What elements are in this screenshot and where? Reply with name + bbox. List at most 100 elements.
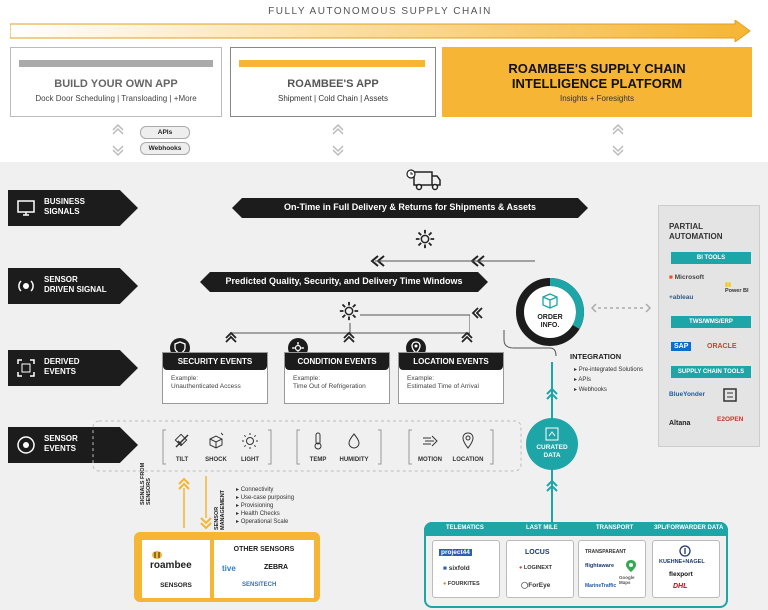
build-app-title: BUILD YOUR OWN APP xyxy=(54,78,178,90)
sensor-banner-text: Predicted Quality, Security, and Deliver… xyxy=(225,276,463,286)
security-events-card[interactable]: SECURITY EVENTS Example:Unauthenticated … xyxy=(162,352,268,404)
other-sensors-box[interactable]: OTHER SENSORS tive ZEBRA SENSITECH xyxy=(214,540,314,598)
item-text: Use-case purposing xyxy=(240,495,295,501)
supply-chain-tools-header: SUPPLY CHAIN TOOLS xyxy=(671,366,751,378)
altana-logo: Altana xyxy=(669,420,691,427)
sensor-label: HUMIDITY xyxy=(339,457,369,463)
page-title: FULLY AUTONOMOUS SUPPLY CHAIN xyxy=(268,6,492,17)
double-arrow-horizontal-icon xyxy=(590,303,652,313)
partner-category-header: TRANSPORT xyxy=(596,525,634,531)
chevron-up-icon xyxy=(461,331,473,343)
gray-bar xyxy=(19,60,213,67)
integration-item: ▸ Webhooks xyxy=(574,387,607,393)
card-example: Estimated Time of Arrival xyxy=(407,383,479,390)
connector-line xyxy=(503,330,557,357)
bracket-group xyxy=(296,429,382,465)
transport-box[interactable]: TRANSPAREANT flightaware Google Maps Mar… xyxy=(578,540,646,598)
sensor-management-item: ▸ Health Checks xyxy=(236,511,280,517)
side-tab-label: DERIVED xyxy=(44,357,80,366)
e2open-mark-icon xyxy=(723,388,737,402)
tive-logo: tive xyxy=(222,564,236,573)
location-events-card[interactable]: LOCATION EVENTS Example:Estimated Time o… xyxy=(398,352,504,404)
build-app-subtitle: Dock Door Scheduling | Transloading | +M… xyxy=(35,94,197,103)
sensor-motion: MOTION xyxy=(412,432,448,463)
kuehne-nagel-icon xyxy=(679,545,691,557)
side-tab-label: SENSOR xyxy=(44,275,78,284)
transpareant-logo: TRANSPAREANT xyxy=(585,549,627,555)
zebra-logo: ZEBRA xyxy=(264,564,289,571)
webhooks-pill[interactable]: Webhooks xyxy=(140,142,190,155)
forwarder-data-box[interactable]: KUEHNE+NAGEL flexport DHL xyxy=(652,540,720,598)
sensor-label: TILT xyxy=(175,457,189,463)
sensor-management-item: ▸ Use-case purposing xyxy=(236,495,295,501)
gear-icon xyxy=(339,301,359,321)
business-banner-shape xyxy=(232,198,588,218)
double-arrow-icon xyxy=(332,123,344,157)
monitor-icon xyxy=(17,200,35,216)
side-tab-label: SENSOR xyxy=(44,434,78,443)
light-icon xyxy=(242,433,258,449)
powerbi-logo: ▮▮Power BI xyxy=(725,282,749,294)
logo-text: FOURKITES xyxy=(447,581,480,587)
item-text: Provisioning xyxy=(240,503,274,509)
signals-from-sensors-label: SIGNALS FROM SENSORS xyxy=(140,462,152,505)
logo-text: sixfold xyxy=(448,565,470,572)
integration-item-text: Webhooks xyxy=(578,387,607,393)
telematics-box[interactable]: project44 ■ sixfold ● FOURKITES xyxy=(432,540,500,598)
chevron-up-stack-icon xyxy=(178,477,190,528)
bi-tools-header: BI TOOLS xyxy=(671,252,751,264)
data-icon xyxy=(545,427,559,441)
tws-wms-erp-header: TWS/WMS/ERP xyxy=(671,316,751,328)
sensor-tilt: TILT xyxy=(164,432,200,463)
card-example-label: Example: xyxy=(171,375,199,382)
sensor-management-item: ▸ Operational Scale xyxy=(236,519,289,525)
curated-data-line: CURATED xyxy=(536,444,568,451)
other-sensors-title: OTHER SENSORS xyxy=(233,546,295,553)
sensor-label: MOTION xyxy=(418,457,442,463)
card-title: LOCATION EVENTS xyxy=(399,353,503,370)
last-mile-box[interactable]: LOCUS ● LOGINEXT ◯ForEye xyxy=(506,540,574,598)
chevron-left-icon xyxy=(471,307,483,319)
side-tab-label: DRIVEN SIGNAL xyxy=(44,285,107,294)
sensor-banner-shape xyxy=(200,272,488,292)
blueyonder-logo: BlueYonder xyxy=(669,391,705,398)
intelligence-platform-box[interactable]: ROAMBEE'S SUPPLY CHAIN INTELLIGENCE PLAT… xyxy=(442,47,752,117)
foreye-logo: ◯ForEye xyxy=(521,582,551,589)
sensors-label: SENSORS xyxy=(160,582,192,589)
humidity-icon xyxy=(348,433,360,449)
kuehne-nagel-logo: KUEHNE+NAGEL xyxy=(659,559,705,565)
location-pin-icon xyxy=(462,432,474,449)
roambee-logo: roambee xyxy=(150,560,192,571)
locus-logo: LOCUS xyxy=(525,549,550,556)
logo-text: ForEye xyxy=(528,582,551,589)
roambee-sensor-box[interactable]: roambee SENSORS xyxy=(142,540,210,598)
sixfold-logo: ■ sixfold xyxy=(443,565,470,572)
chevron-up-icon xyxy=(343,331,355,343)
sensor-management-item: ▸ Provisioning xyxy=(236,503,274,509)
google-maps-label: Google Maps xyxy=(619,575,635,585)
roambee-app-title: ROAMBEE'S APP xyxy=(287,78,379,90)
sensitech-logo: SENSITECH xyxy=(242,582,277,588)
build-your-own-app-box[interactable]: BUILD YOUR OWN APP Dock Door Scheduling … xyxy=(10,47,222,117)
fourkites-logo: ● FOURKITES xyxy=(443,581,480,587)
tilt-icon xyxy=(174,433,189,448)
logo-text: Power BI xyxy=(725,288,749,294)
autonomy-arrow xyxy=(10,20,751,42)
integration-item-text: Pre-integrated Solutions xyxy=(578,367,644,373)
double-arrow-icon xyxy=(112,123,124,157)
bracket-group xyxy=(162,429,272,465)
roambee-app-box[interactable]: ROAMBEE'S APP Shipment | Cold Chain | As… xyxy=(230,47,436,117)
logo-text: Microsoft xyxy=(674,274,704,281)
e2open-logo: E2OPEN xyxy=(717,416,744,423)
apis-pill[interactable]: APIs xyxy=(140,126,190,139)
sensor-management-list: ▸ Connectivity ▸ Use-case purposing ▸ Pr… xyxy=(236,486,294,526)
side-tab-label: BUSINESS xyxy=(44,197,85,206)
microsoft-logo: ■ Microsoft xyxy=(669,274,704,281)
card-example: Time Out of Refrigeration xyxy=(293,383,366,390)
condition-events-card[interactable]: CONDITION EVENTS Example:Time Out of Ref… xyxy=(284,352,390,404)
